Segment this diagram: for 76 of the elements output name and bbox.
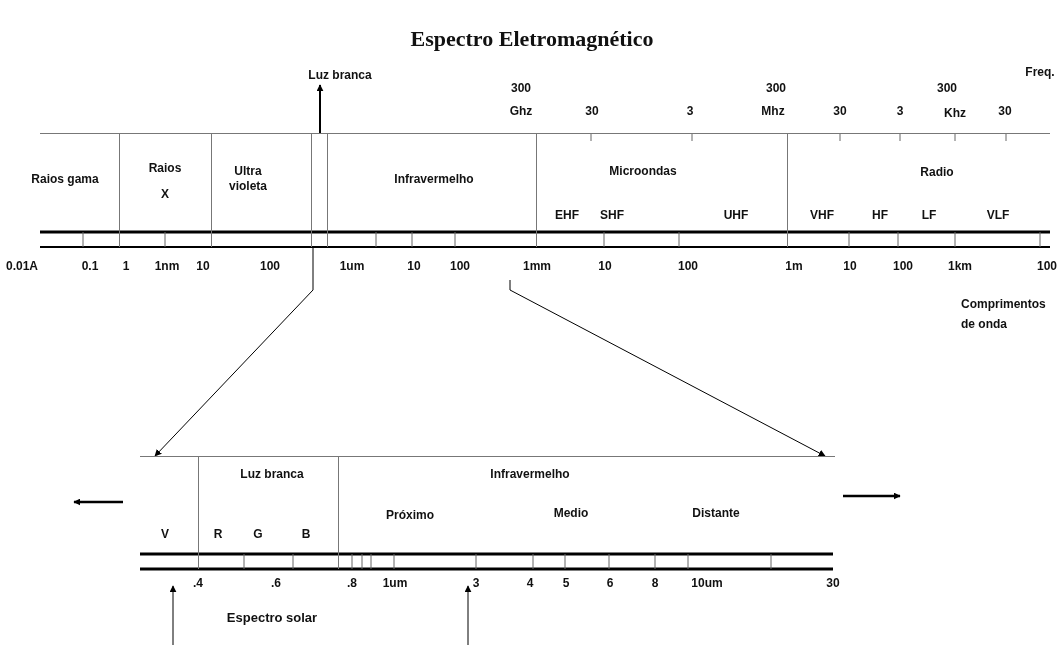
tick-label: 30 <box>826 576 840 590</box>
band-label: VLF <box>986 208 1010 222</box>
tick-label: 4 <box>526 576 534 590</box>
tick-label: 100 <box>1037 259 1057 273</box>
tick-label: 100 <box>893 259 913 273</box>
band-label: B <box>301 527 311 541</box>
spectrum-band <box>120 133 212 247</box>
band-label: R <box>213 527 223 541</box>
frequency-label: 3 <box>896 104 904 118</box>
tick-label: 3 <box>472 576 480 590</box>
frequency-label: 300 <box>511 81 531 95</box>
band-label: HF <box>872 208 888 222</box>
band-label: Luz branca <box>240 467 304 481</box>
band-label: V <box>161 527 169 541</box>
tick-label: 1 <box>122 259 130 273</box>
tick-label: 0.01A <box>6 259 38 273</box>
band-label: Infravermelho <box>394 172 474 186</box>
frequency-label: 30 <box>833 104 847 118</box>
tick-label: 10um <box>691 576 723 590</box>
band-label: G <box>253 527 263 541</box>
title: Espectro Eletromagnético <box>409 26 655 52</box>
axis-title: Comprimentos de onda <box>961 296 1047 333</box>
tick-label: 100 <box>678 259 698 273</box>
band-label: Microondas <box>609 164 677 178</box>
tick-label: 10 <box>196 259 210 273</box>
tick-label: .4 <box>193 576 203 590</box>
tick-label: 10 <box>407 259 421 273</box>
tick-label: 6 <box>606 576 614 590</box>
band-label: Medio <box>553 506 589 520</box>
spectrum-band <box>312 133 328 247</box>
tick-label: 5 <box>562 576 570 590</box>
band-label: Raios X <box>147 160 183 203</box>
frequency-label: Mhz <box>761 104 785 118</box>
spectrum-band <box>199 456 339 569</box>
tick-label: 1um <box>339 259 365 273</box>
tick-label: 0.1 <box>81 259 99 273</box>
band-label: LF <box>921 208 937 222</box>
tick-label: 1nm <box>154 259 180 273</box>
band-label: Infravermelho <box>490 467 570 481</box>
band-label: VHF <box>810 208 834 222</box>
tick-label: 1mm <box>523 259 551 273</box>
band-label: Ultra violeta <box>228 164 268 194</box>
spectrum-band <box>212 133 312 247</box>
spectrum-band <box>537 133 788 247</box>
band-label: SHF <box>600 208 624 222</box>
tick-label: 10 <box>843 259 857 273</box>
arrow <box>509 279 826 457</box>
tick-label: .6 <box>271 576 281 590</box>
band-label: EHF <box>555 208 579 222</box>
spectrum-band <box>328 133 537 247</box>
tick-label: .8 <box>347 576 357 590</box>
bracket-label: Espectro solar <box>226 609 318 625</box>
band-label: Raios gama <box>31 172 99 186</box>
frequency-label: 30 <box>998 104 1012 118</box>
arrow <box>154 246 314 457</box>
band-label: Distante <box>692 506 740 520</box>
callout-label: Luz branca <box>303 66 377 84</box>
band-label: Próximo <box>386 508 434 522</box>
tick-label: 100 <box>450 259 470 273</box>
arrow <box>316 84 324 134</box>
spectrum-band <box>140 456 199 569</box>
tick-label: 8 <box>651 576 659 590</box>
band-label: UHF <box>723 208 749 222</box>
band-label: Radio <box>920 165 954 179</box>
frequency-label: Ghz <box>509 104 533 118</box>
frequency-label: 300 <box>937 81 957 95</box>
tick-label: 1km <box>948 259 972 273</box>
axis-title: Freq. <box>1025 65 1055 79</box>
frequency-label: 30 <box>585 104 599 118</box>
tick-label: 1m <box>785 259 803 273</box>
frequency-label: Khz <box>944 106 966 120</box>
tick-label: 100 <box>260 259 280 273</box>
frequency-label: 300 <box>766 81 786 95</box>
frequency-label: 3 <box>686 104 694 118</box>
tick-label: 10 <box>598 259 612 273</box>
tick-label: 1um <box>382 576 408 590</box>
